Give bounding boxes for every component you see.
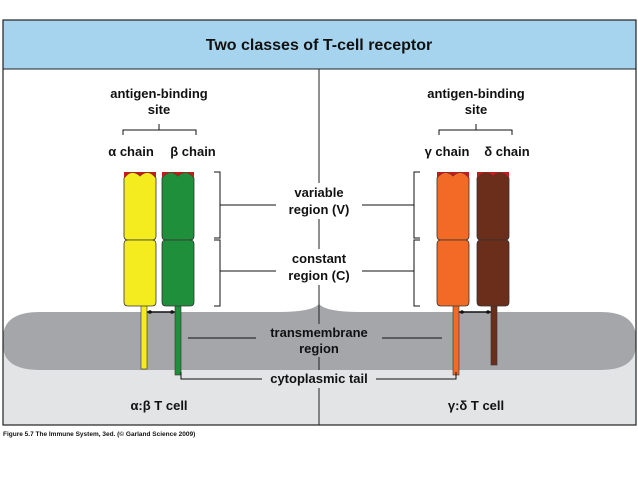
variable-region-label-1: variable xyxy=(294,185,343,200)
transmembrane-label-1: transmembrane xyxy=(270,325,368,340)
gamma-tail xyxy=(452,304,460,376)
left-antigen-label-2: site xyxy=(148,102,170,117)
diagram-title: Two classes of T-cell receptor xyxy=(206,37,432,54)
variable-label-bg xyxy=(276,183,362,219)
alpha-tail xyxy=(140,304,148,370)
beta-constant-domain xyxy=(161,239,195,307)
cytoplasmic-bracket xyxy=(180,372,457,380)
bond-dot xyxy=(460,310,464,314)
left-antigen-bracket xyxy=(122,124,197,135)
constant-region-label-1: constant xyxy=(292,251,347,266)
alpha-chain-label: α chain xyxy=(108,144,154,159)
alpha-beta-cell-label: α:β T cell xyxy=(130,398,187,413)
figure-caption: Figure 5.7 The Immune System, 3ed. (© Ga… xyxy=(3,431,196,438)
delta-variable-domain xyxy=(476,172,510,241)
right-antigen-label-2: site xyxy=(465,102,487,117)
constant-label-bg xyxy=(276,249,362,285)
beta-binding-cap xyxy=(162,172,194,178)
variable-region-label-2: region (V) xyxy=(289,202,350,217)
beta-tail xyxy=(174,304,182,376)
cytoplasmic-label-bg xyxy=(262,370,376,388)
delta-constant-domain xyxy=(476,239,510,307)
alpha-binding-cap xyxy=(124,172,156,178)
transmembrane-label-2: region xyxy=(299,341,339,356)
gamma-variable-domain xyxy=(436,172,470,241)
diagram-frame xyxy=(2,19,637,426)
gamma-chain-label: γ chain xyxy=(425,144,470,159)
beta-chain-label: β chain xyxy=(170,144,216,159)
title-bar xyxy=(3,20,636,69)
bond-dot xyxy=(486,310,490,314)
left-antigen-label-1: antigen-binding xyxy=(110,86,208,101)
delta-chain-label: δ chain xyxy=(484,144,530,159)
beta-variable-domain xyxy=(161,172,195,241)
delta-binding-cap xyxy=(477,172,509,178)
alpha-constant-domain xyxy=(123,239,157,307)
cytoplasmic-tail-label: cytoplasmic tail xyxy=(270,371,368,386)
bond-dot xyxy=(170,310,174,314)
right-antigen-bracket xyxy=(438,124,513,135)
bond-dot xyxy=(148,310,152,314)
alpha-variable-domain xyxy=(123,172,157,241)
gamma-binding-cap xyxy=(437,172,469,178)
constant-region-label-2: region (C) xyxy=(288,268,349,283)
delta-tail xyxy=(490,304,498,366)
gamma-constant-domain xyxy=(436,239,470,307)
gamma-delta-cell-label: γ:δ T cell xyxy=(448,398,504,413)
transmembrane-label-bg xyxy=(256,324,382,357)
right-antigen-label-1: antigen-binding xyxy=(427,86,525,101)
